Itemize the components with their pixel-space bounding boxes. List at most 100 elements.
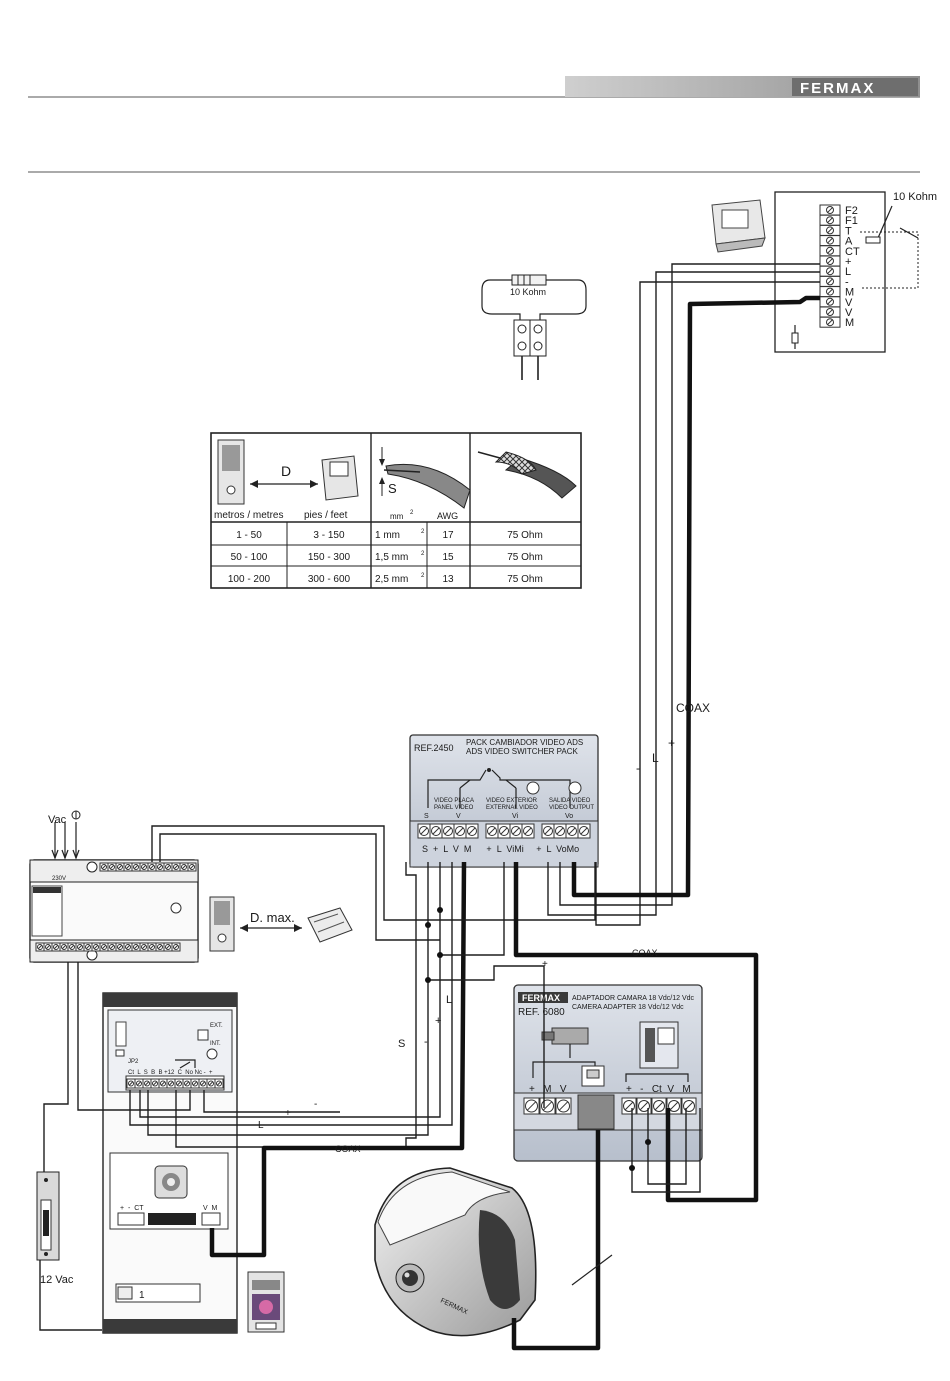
table-cell: 1 - 50 (236, 530, 262, 541)
panel-jumper-label: JP2 (128, 1059, 139, 1065)
wire-label-plus2: + (435, 1015, 441, 1027)
table-superscript: 2 (421, 573, 425, 579)
monitor-terminal-label: F1 (845, 215, 858, 227)
table-cell: 300 - 600 (308, 574, 351, 585)
wire-label-minus2: - (424, 1036, 428, 1048)
wire-label-S: S (398, 1038, 405, 1050)
table-header-metres: metros / metres (214, 510, 283, 521)
monitor-terminal-label: CT (845, 246, 860, 258)
fermax-logo (792, 78, 918, 96)
wire-label-coax-panel: COAX (335, 1144, 361, 1154)
table-cell: 50 - 100 (231, 552, 268, 563)
psu-input-label: Vac (48, 814, 67, 826)
monitor-fuse-icon (791, 325, 799, 349)
monitor-terminal-label: A (845, 236, 853, 248)
dmax-illustration (209, 896, 353, 952)
monitor-terminal-label: F2 (845, 205, 858, 217)
panel-ext-label: EXT. (210, 1023, 223, 1029)
camera-adapter (513, 984, 703, 1162)
switcher-sub-V: V (456, 813, 461, 820)
monitor-terminal-label: L (845, 266, 851, 278)
switcher-title-en: ADS VIDEO SWITCHER PACK (466, 747, 579, 756)
wire-label-coax-monitor: COAX (676, 701, 710, 715)
dmax-label: D. max. (250, 910, 295, 925)
wire-label-L-bus: L (258, 1120, 264, 1131)
switcher-out-b: VIDEO OUTPUT (549, 805, 594, 811)
monitor-terminal-label: M (845, 287, 854, 299)
switcher-sub-Vi: Vi (512, 813, 519, 820)
wiring (39, 263, 820, 1351)
resistor-dotted-link (860, 231, 919, 289)
switcher-in2-b: EXTERNAL VIDEO (486, 805, 538, 811)
resistor-leader (877, 205, 893, 239)
wire-label-minus-bus: - (314, 1099, 317, 1110)
table-cell: 15 (442, 552, 454, 563)
wire-label-coax-adapter: COAX (632, 948, 658, 958)
switcher-in2-a: VIDEO EXTERIOR (486, 798, 538, 804)
table-superscript: 2 (421, 551, 425, 557)
adapter-ref: REF. 6080 (518, 1007, 565, 1018)
table-distance-symbol: D (281, 463, 291, 479)
monitor-resistor-label: 10 Kohm (893, 191, 937, 203)
monitor-switch (899, 227, 919, 239)
door-panel (102, 992, 238, 1334)
table-cell: 13 (442, 574, 454, 585)
cable-section-table (210, 432, 582, 589)
wire-label-L: L (652, 751, 659, 765)
video-switcher-module (409, 734, 599, 868)
panel-terminal-labels: Ct L S B B +12 C No Nc - + (128, 1070, 213, 1076)
panel-amp-terminals: + - CT (120, 1205, 144, 1212)
adapter-left-terminals: + M V (529, 1084, 567, 1095)
switcher-terminal-labels: S + L V M + L ViMi + L VoMo (422, 844, 579, 854)
panel-int-label: INT. (210, 1041, 221, 1047)
monitor-terminal-label: + (845, 256, 851, 268)
adapter-right-terminals: + - Ct V M (626, 1084, 691, 1095)
fermax-logo-text: FERMAX (800, 80, 875, 97)
table-cell: 75 Ohm (507, 552, 543, 563)
table-header-mm-sup: 2 (410, 510, 414, 516)
wire-label-L2: L (446, 994, 452, 1006)
monitor-terminal-label: - (845, 276, 849, 288)
switcher-in1-b: PANEL VIDEO (434, 805, 474, 811)
table-rows: 1 - 50 3 - 150 1 mm 17 75 Ohm 2 50 - 100 150 - … (228, 529, 543, 585)
resistor-detail (481, 274, 587, 380)
psu-voltage: 230V (52, 876, 66, 882)
table-cell: 100 - 200 (228, 574, 271, 585)
panel-button-number: 1 (139, 1290, 145, 1301)
switcher-sub-S: S (424, 813, 429, 820)
adapter-title-en: CAMERA ADAPTER 18 Vdc/12 Vdc (572, 1004, 684, 1011)
table-header-mm: mm (390, 512, 404, 521)
table-cell: 1 mm (375, 530, 400, 541)
table-cell: 75 Ohm (507, 530, 543, 541)
table-header-awg: AWG (437, 511, 458, 521)
monitor-terminal-label: V (845, 307, 853, 319)
table-cell: 150 - 300 (308, 552, 351, 563)
table-cell: 75 Ohm (507, 574, 543, 585)
switcher-out-a: SALIDA VIDEO (549, 798, 591, 804)
wire-label-minus: - (636, 761, 640, 775)
power-supply (29, 810, 199, 963)
table-cell: 1,5 mm (375, 552, 408, 563)
lock-voltage: 12 Vac (40, 1274, 74, 1286)
resistor-detail-label: 10 Kohm (510, 287, 546, 297)
adapter-title-es: ADAPTADOR CAMARA 18 Vdc/12 Vdc (572, 995, 695, 1002)
table-header-feet: pies / feet (304, 510, 348, 521)
table-superscript: 2 (421, 529, 425, 535)
wire-label-plus: + (668, 736, 675, 750)
table-cell: 17 (442, 530, 454, 541)
monitor-terminal-label: V (845, 297, 853, 309)
monitor-resistor (865, 236, 881, 244)
switcher-ref: REF.2450 (414, 743, 454, 753)
wire-label-plus-bus: + (542, 959, 548, 970)
monitor-icon (711, 199, 766, 253)
external-camera: FERMAX (374, 1167, 537, 1337)
switcher-in1-a: VIDEO PLACA (434, 798, 474, 804)
switcher-title-es: PACK CAMBIADOR VIDEO ADS (466, 738, 583, 747)
table-cell: 2,5 mm (375, 574, 408, 585)
electric-lock (36, 1171, 60, 1261)
table-cell: 3 - 150 (313, 530, 345, 541)
table-section-symbol: S (388, 481, 397, 496)
panel-video-terminals: V M (203, 1205, 218, 1212)
